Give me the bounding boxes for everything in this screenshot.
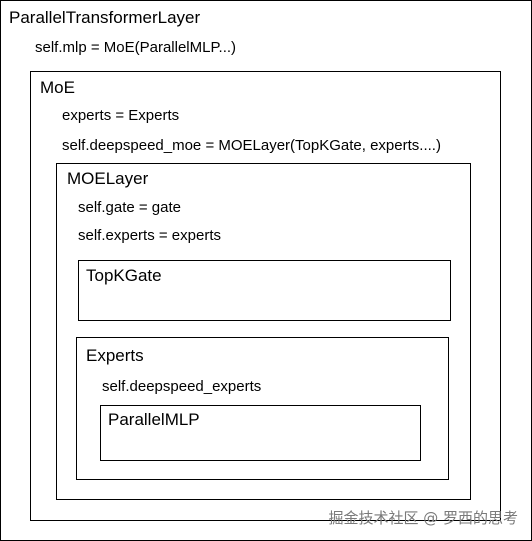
deepspeed-moe-assignment-text: self.deepspeed_moe = MOELayer(TopKGate, … [62,137,441,154]
moe-title: MoE [40,78,75,97]
experts-title: Experts [86,346,144,365]
deepspeed-experts-text: self.deepspeed_experts [102,378,262,395]
mlp-assignment-text: self.mlp = MoE(ParallelMLP...) [35,39,237,56]
experts-assignment-text: experts = Experts [62,107,180,124]
parallelmlp-box [100,405,421,461]
parallelmlp-title: ParallelMLP [108,410,200,429]
parallel-transformer-layer-title: ParallelTransformerLayer [9,8,201,27]
topkgate-box [78,260,451,321]
watermark-text: 掘金技术社区 @ 罗西的思考 [328,509,518,527]
gate-assignment-text: self.gate = gate [78,199,181,216]
experts-field-assignment-text: self.experts = experts [78,227,221,244]
moelayer-title: MOELayer [67,169,149,188]
topkgate-title: TopKGate [86,266,162,285]
